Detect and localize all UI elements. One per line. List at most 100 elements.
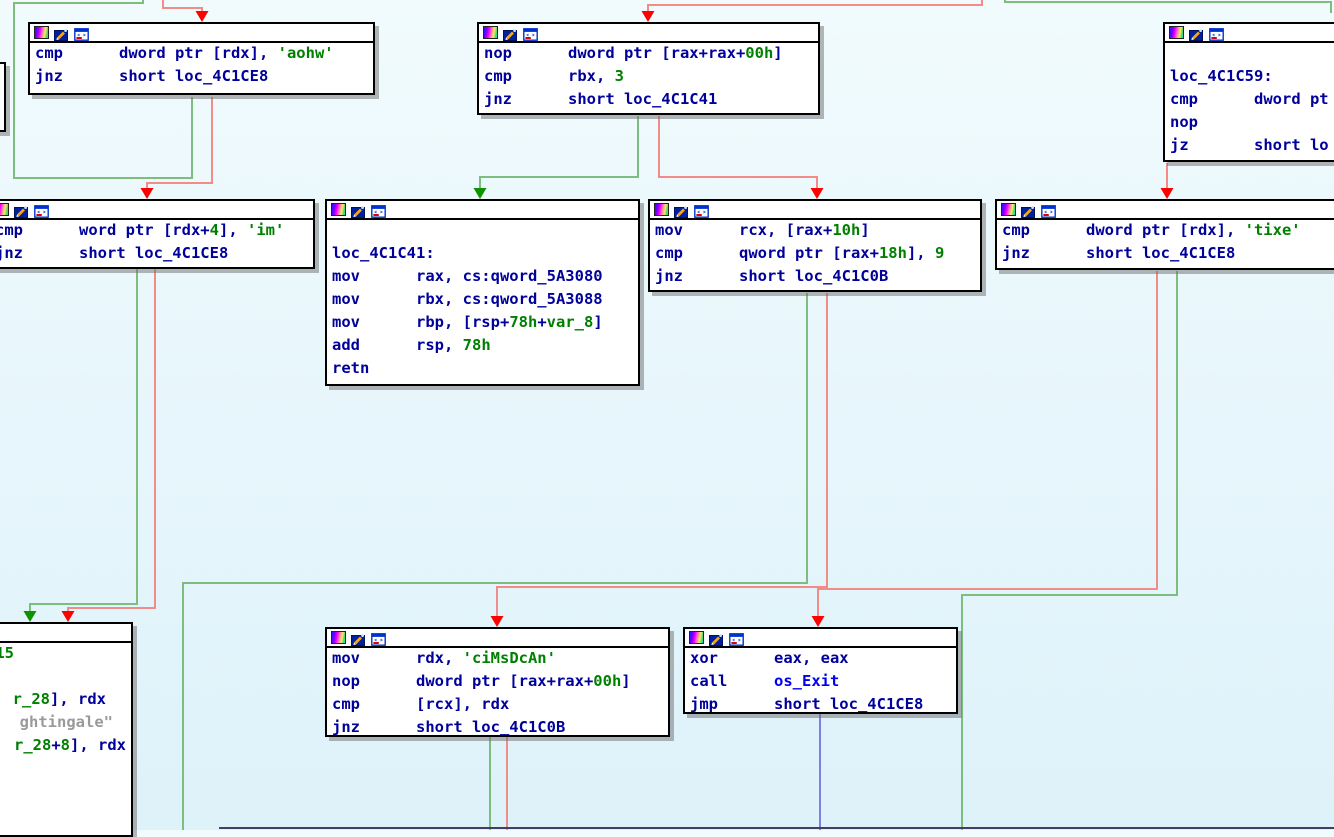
asm-line: loc_4C1C59: [1170, 67, 1273, 85]
block-cmp-rax18-9-titlebar[interactable] [650, 201, 980, 220]
node-edit-icon[interactable] [674, 203, 689, 218]
edge-in-top-to-aohw-arrowhead [195, 11, 209, 22]
node-edit-icon[interactable] [1021, 203, 1036, 218]
block-exit-titlebar[interactable] [685, 629, 956, 648]
node-color-icon[interactable] [483, 26, 498, 39]
asm-line: retn [332, 359, 370, 377]
block-loc-4C1C59-titlebar[interactable] [1165, 24, 1334, 43]
edge-loc4c1c59-fallthrough-arrowhead [1160, 188, 1174, 199]
block-cmp-rax18-9[interactable]: mov rcx, [rax+10h] cmp qword ptr [rax+18h… [648, 199, 982, 292]
node-edit-icon[interactable] [351, 631, 366, 646]
block-cmp-tixe[interactable]: cmp dword ptr [rdx], 'tixe'jnz short loc… [995, 199, 1334, 270]
edge-tixe-fallthrough-arrowhead [811, 616, 825, 627]
node-group-icon[interactable] [371, 203, 386, 218]
edge-im-fallthrough-arrowhead [61, 611, 75, 622]
edge-im-jump-taken [29, 269, 138, 613]
block-cmp-aohw-titlebar[interactable] [30, 24, 373, 43]
asm-line: cmp [rcx], rdx [332, 695, 510, 713]
block-cmp-cimsdcan-titlebar[interactable] [327, 629, 668, 648]
edge-cmprbx-jump-taken-arrowhead [473, 188, 487, 199]
asm-line: jnz short loc_4C1C0B [655, 267, 889, 285]
asm-line: mov rdx, 'ciMsDcAn' [332, 649, 556, 667]
block-cmp-im-titlebar[interactable] [0, 201, 313, 220]
edge-rcx-fallthrough-arrowhead [490, 616, 504, 627]
edge-aohw-fallthrough-arrowhead [140, 188, 154, 199]
asm-line: jnz short loc_4C1CE8 [1002, 244, 1236, 262]
node-group-icon[interactable] [694, 203, 709, 218]
node-color-icon[interactable] [331, 631, 346, 644]
asm-line: jz short lo [1170, 136, 1329, 154]
asm-line: nop dword ptr [rax+rax+00h] [332, 672, 631, 690]
node-edit-icon[interactable] [503, 26, 518, 41]
edge-aohw-fallthrough [146, 97, 213, 190]
edge-cmprbx-jump-taken [479, 116, 639, 190]
asm-line: call os_Exit [690, 672, 840, 690]
node-group-icon[interactable] [523, 26, 538, 41]
asm-line: mov rcx, [rax+10h] [655, 221, 870, 239]
asm-line: jnz short loc_4C1C0B [332, 718, 566, 736]
block-cmp-cimsdcan-code: mov rdx, 'ciMsDcAn' nop dword ptr [rax+ra… [327, 648, 668, 736]
block-loc-4C1C59[interactable]: loc_4C1C59:cmp dword pt nop jz short lo [1163, 22, 1334, 162]
edge-aohw-jump-loop [13, 0, 193, 179]
node-edit-icon[interactable] [1189, 26, 1204, 41]
edge-rcx-jump-taken [182, 293, 808, 830]
block-cmp-tixe-code: cmp dword ptr [rdx], 'tixe'jnz short loc… [997, 220, 1334, 267]
node-group-icon[interactable] [729, 631, 744, 646]
node-edit-icon[interactable] [709, 631, 724, 646]
asm-line: loc_4C1C41: [332, 244, 435, 262]
node-color-icon[interactable] [654, 203, 669, 216]
block-nightingale-titlebar[interactable] [0, 624, 131, 643]
asm-line: cmp qword ptr [rax+18h], 9 [655, 244, 945, 262]
edge-tixe-fallthrough [817, 271, 1158, 618]
asm-line: cmp dword pt [1170, 90, 1329, 108]
node-group-icon[interactable] [1041, 203, 1056, 218]
edge-cmprbx-fallthrough-arrowhead [810, 188, 824, 199]
node-color-icon[interactable] [1001, 203, 1016, 216]
asm-line: nop [1170, 113, 1198, 131]
node-color-icon[interactable] [331, 203, 346, 216]
block-cmp-im[interactable]: cmp word ptr [rdx+4], 'im'jnz short loc_… [0, 199, 315, 269]
asm-line: nop dword ptr [rax+rax+00h] [484, 44, 783, 62]
node-edit-icon[interactable] [54, 26, 69, 41]
asm-line: mov rbp, [rsp+78h+var_8] [332, 313, 603, 331]
asm-line: cmp word ptr [rdx+4], 'im' [0, 221, 285, 239]
block-cmp-rbx-3-titlebar[interactable] [479, 24, 818, 43]
asm-line: jnz short loc_4C1C41 [484, 90, 718, 108]
edge-top-right-green [1004, 0, 1332, 13]
block-cmp-aohw-code: cmp dword ptr [rdx], 'aohw'jnz short loc… [30, 43, 373, 90]
block-cmp-tixe-titlebar[interactable] [997, 201, 1334, 220]
node-edit-icon[interactable] [14, 203, 29, 218]
node-color-icon[interactable] [34, 26, 49, 39]
node-color-icon[interactable] [0, 203, 9, 216]
block-offscreen-left[interactable] [0, 62, 6, 132]
edge-cmprbx-fallthrough [658, 116, 818, 190]
block-loc-4C1C41-titlebar[interactable] [327, 201, 638, 220]
edge-tixe-jump-taken [961, 271, 1178, 830]
asm-line-fragment: r_28+8], rdx [13, 736, 126, 754]
edge-in-top-to-nop-cmp [647, 0, 983, 13]
asm-line: xor eax, eax [690, 649, 849, 667]
node-color-icon[interactable] [1169, 26, 1184, 39]
asm-line [1165, 44, 1334, 67]
edge-im-fallthrough [67, 269, 156, 613]
node-group-icon[interactable] [34, 203, 49, 218]
asm-line: jnz short loc_4C1CE8 [35, 67, 269, 85]
block-cmp-aohw[interactable]: cmp dword ptr [rdx], 'aohw'jnz short loc… [28, 22, 375, 95]
node-color-icon[interactable] [689, 631, 704, 644]
edge-rcx-fallthrough [496, 293, 828, 618]
block-cmp-cimsdcan[interactable]: mov rdx, 'ciMsDcAn' nop dword ptr [rax+ra… [325, 627, 670, 737]
edge-im-jump-taken-arrowhead [23, 611, 37, 622]
node-group-icon[interactable] [74, 26, 89, 41]
node-edit-icon[interactable] [351, 203, 366, 218]
node-group-icon[interactable] [1209, 26, 1224, 41]
asm-line-fragment: 15 [0, 644, 14, 662]
node-group-icon[interactable] [371, 631, 386, 646]
